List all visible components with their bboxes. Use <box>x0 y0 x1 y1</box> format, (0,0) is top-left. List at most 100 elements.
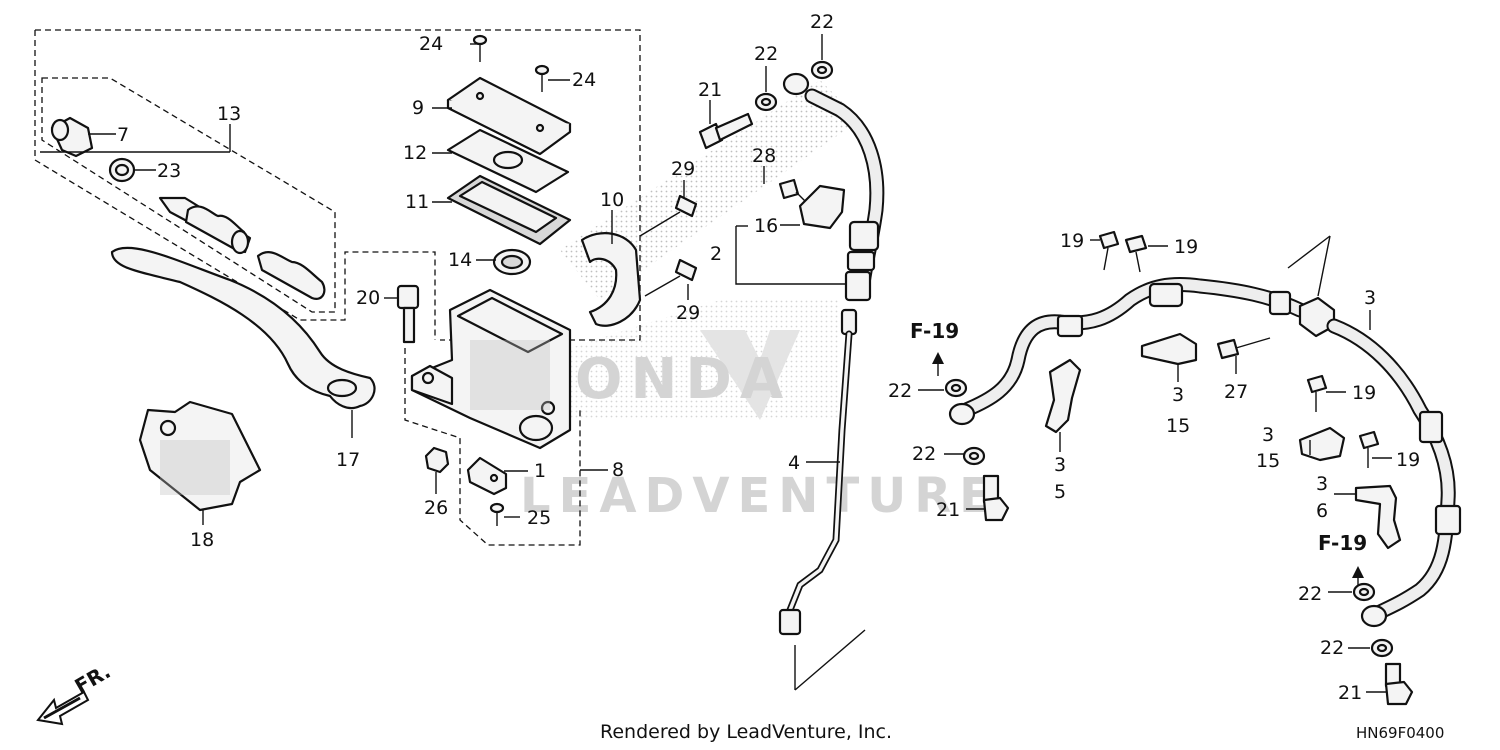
callout-16[interactable]: 16 <box>754 215 778 237</box>
callout-26[interactable]: 26 <box>424 497 448 519</box>
callout-29-upper[interactable]: 29 <box>671 158 695 180</box>
part-23-washer[interactable] <box>108 157 136 183</box>
callout-22-mid-a[interactable]: 22 <box>888 380 912 402</box>
part-24-screw-top[interactable] <box>472 34 488 62</box>
callout-3-bracket[interactable]: 3 <box>1316 473 1328 495</box>
part-7-boot[interactable] <box>50 116 94 158</box>
callout-24-right[interactable]: 24 <box>572 69 596 91</box>
callout-14[interactable]: 14 <box>448 249 472 271</box>
callout-25[interactable]: 25 <box>527 507 551 529</box>
ref-f19-upper[interactable]: F-19 <box>910 319 959 343</box>
part-3-hose-left[interactable] <box>958 277 1308 418</box>
part-25-screw[interactable] <box>489 502 505 526</box>
part-19-bolt-a[interactable] <box>1098 230 1120 271</box>
part-5-bracket[interactable] <box>1044 358 1082 434</box>
callout-19-a[interactable]: 19 <box>1060 230 1084 252</box>
part-26-nut[interactable] <box>424 446 450 474</box>
part-1-switch[interactable] <box>466 456 508 496</box>
part-14-boot[interactable] <box>492 248 532 276</box>
part-21-bolt-mid[interactable] <box>982 474 1010 522</box>
diagram-code: HN69F0400 <box>1356 724 1444 742</box>
part-27-bolt[interactable] <box>1216 337 1271 360</box>
part-6-bracket[interactable] <box>1354 484 1402 550</box>
part-15-clamp-lower[interactable] <box>1298 426 1346 462</box>
callout-1[interactable]: 1 <box>534 460 546 482</box>
part-11-diaphragm[interactable] <box>446 174 572 246</box>
callout-7[interactable]: 7 <box>117 124 129 146</box>
part-19-bolt-d[interactable] <box>1358 430 1380 468</box>
callout-21-mid[interactable]: 21 <box>936 499 960 521</box>
part-16-clamp[interactable] <box>798 184 846 230</box>
callout-28[interactable]: 28 <box>752 145 776 167</box>
callout-8[interactable]: 8 <box>612 459 624 481</box>
part-8-master-cylinder[interactable] <box>410 288 572 450</box>
part-22-washer-low-a[interactable] <box>1352 582 1376 602</box>
callout-4[interactable]: 4 <box>788 452 800 474</box>
callout-6[interactable]: 6 <box>1316 500 1328 522</box>
callout-3-mid[interactable]: 3 <box>1172 384 1184 406</box>
part-18-cover[interactable] <box>138 400 262 512</box>
callout-22-mid-b[interactable]: 22 <box>912 443 936 465</box>
callouts: 7 23 13 24 24 9 12 11 14 10 29 29 20 17 … <box>117 11 1420 704</box>
callout-5[interactable]: 5 <box>1054 481 1066 503</box>
callout-12[interactable]: 12 <box>403 142 427 164</box>
part-29-bolt-lower[interactable] <box>644 258 698 297</box>
part-21-bolt-top[interactable] <box>698 112 754 150</box>
watermark-bottom-text: LEADVENTURE <box>520 468 1000 524</box>
callout-15-upper[interactable]: 15 <box>1166 415 1190 437</box>
part-22-washer-mid-a[interactable] <box>944 378 968 398</box>
part-15-clamp-upper[interactable] <box>1140 332 1198 366</box>
watermark: HONDA LEADVENTURE <box>520 330 1000 524</box>
callout-18[interactable]: 18 <box>190 529 214 551</box>
part-29-bolt-upper[interactable] <box>639 194 698 237</box>
f19-arrow-lower <box>1352 566 1364 586</box>
callout-23[interactable]: 23 <box>157 160 181 182</box>
callout-11[interactable]: 11 <box>405 191 429 213</box>
part-22-washer-top-b[interactable] <box>810 60 834 80</box>
callout-24-top[interactable]: 24 <box>419 33 443 55</box>
part-19-bolt-b[interactable] <box>1124 234 1148 273</box>
callout-3-lower[interactable]: 3 <box>1262 424 1274 446</box>
callout-9[interactable]: 9 <box>412 97 424 119</box>
part-17-lever[interactable] <box>110 246 376 410</box>
callout-15-lower[interactable]: 15 <box>1256 450 1280 472</box>
callout-21-low[interactable]: 21 <box>1338 682 1362 704</box>
part-2-brake-hose[interactable] <box>782 72 885 302</box>
part-22-washer-top-a[interactable] <box>754 92 778 112</box>
callout-19-c[interactable]: 19 <box>1352 382 1376 404</box>
part-3-hose-right[interactable] <box>1326 318 1462 620</box>
callout-13[interactable]: 13 <box>217 103 241 125</box>
part-9-reservoir-cap[interactable] <box>446 76 572 156</box>
callout-27[interactable]: 27 <box>1224 381 1248 403</box>
part-4-brake-pipe[interactable] <box>778 308 858 636</box>
callout-21-top[interactable]: 21 <box>698 79 722 101</box>
callout-19-d[interactable]: 19 <box>1396 449 1420 471</box>
part-22-washer-low-b[interactable] <box>1370 638 1394 658</box>
part-12-plate[interactable] <box>446 128 570 194</box>
callout-3-right[interactable]: 3 <box>1364 287 1376 309</box>
part-28-bolt[interactable] <box>778 178 809 205</box>
callout-22-low-a[interactable]: 22 <box>1298 583 1322 605</box>
ref-f19-lower[interactable]: F-19 <box>1318 531 1367 555</box>
leader-lines <box>40 34 1392 693</box>
banjo-fitting-right[interactable] <box>1360 604 1388 628</box>
part-21-bolt-low[interactable] <box>1384 662 1414 706</box>
part-10-holder[interactable] <box>580 232 642 327</box>
banjo-fitting-left[interactable] <box>948 402 976 426</box>
callout-19-b[interactable]: 19 <box>1174 236 1198 258</box>
callout-2[interactable]: 2 <box>710 243 722 265</box>
part-22-washer-mid-b[interactable] <box>962 446 986 466</box>
callout-17[interactable]: 17 <box>336 449 360 471</box>
callout-20[interactable]: 20 <box>356 287 380 309</box>
callout-22-top-b[interactable]: 22 <box>810 11 834 33</box>
callout-22-low-b[interactable]: 22 <box>1320 637 1344 659</box>
callout-22-top-a[interactable]: 22 <box>754 43 778 65</box>
callout-3-left[interactable]: 3 <box>1054 454 1066 476</box>
part-13-piston-set[interactable] <box>158 196 326 300</box>
part-24-screw-right[interactable] <box>534 64 550 92</box>
part-19-bolt-c[interactable] <box>1306 374 1328 412</box>
callout-29-lower[interactable]: 29 <box>676 302 700 324</box>
callout-10[interactable]: 10 <box>600 189 624 211</box>
part-20-pivot-bolt[interactable] <box>396 284 420 344</box>
